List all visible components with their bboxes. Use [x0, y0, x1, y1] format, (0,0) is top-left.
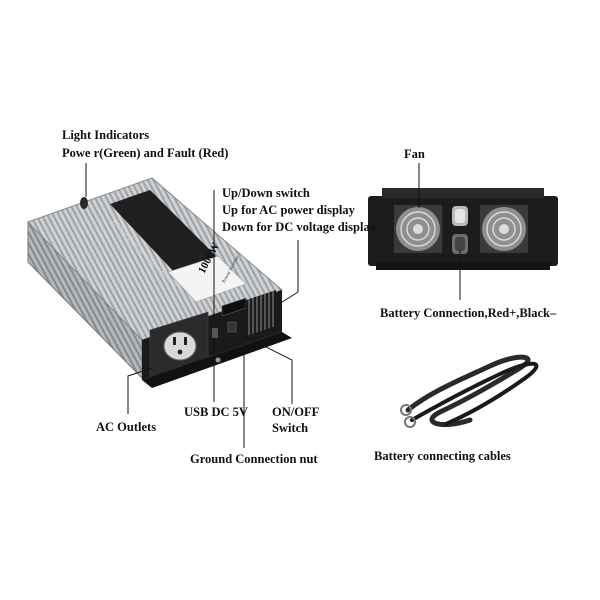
battery-terminals: [452, 206, 468, 254]
rear-base: [376, 262, 550, 270]
outlet-icon: [163, 331, 197, 361]
ground-nut: [215, 357, 221, 363]
label-updown-dc: Down for DC voltage display: [222, 220, 376, 234]
label-onoff-switch: Switch: [272, 421, 309, 435]
wattage-badge: [167, 255, 247, 303]
label-light-indicators: Light Indicators: [62, 128, 150, 142]
front-grille: [246, 290, 276, 336]
leader-display: [275, 240, 299, 307]
inverter-unit: [27, 177, 292, 388]
label-battery-cables: Battery connecting cables: [374, 449, 511, 463]
inverter-rear-view: [368, 188, 558, 270]
rear-top-rim: [382, 188, 544, 198]
label-onoff: ON/OFF: [272, 405, 320, 419]
cable-icon: [400, 354, 539, 428]
label-ac-outlets: AC Outlets: [96, 420, 157, 434]
label-updown-ac: Up for AC power display: [222, 203, 355, 217]
light-indicators-icon: [80, 197, 88, 209]
fan-icon: [480, 205, 528, 253]
label-usb-dc: USB DC 5V: [184, 405, 248, 419]
onoff-switch: [227, 321, 237, 333]
leader-lines: [85, 163, 461, 448]
leader-onoff: [239, 333, 293, 404]
inverter-label-strip: [110, 190, 218, 274]
usb-port: [212, 328, 218, 338]
label-light-indicators-detail: Powe r(Green) and Fault (Red): [62, 146, 229, 160]
label-battery-connection: Battery Connection,Red+,Black–: [380, 306, 557, 320]
label-fan: Fan: [404, 147, 425, 161]
label-ground-nut: Ground Connection nut: [190, 452, 318, 466]
fan-icon: [394, 205, 442, 253]
leader-ac-outlets: [127, 367, 153, 414]
label-updown-switch: Up/Down switch: [222, 186, 310, 200]
